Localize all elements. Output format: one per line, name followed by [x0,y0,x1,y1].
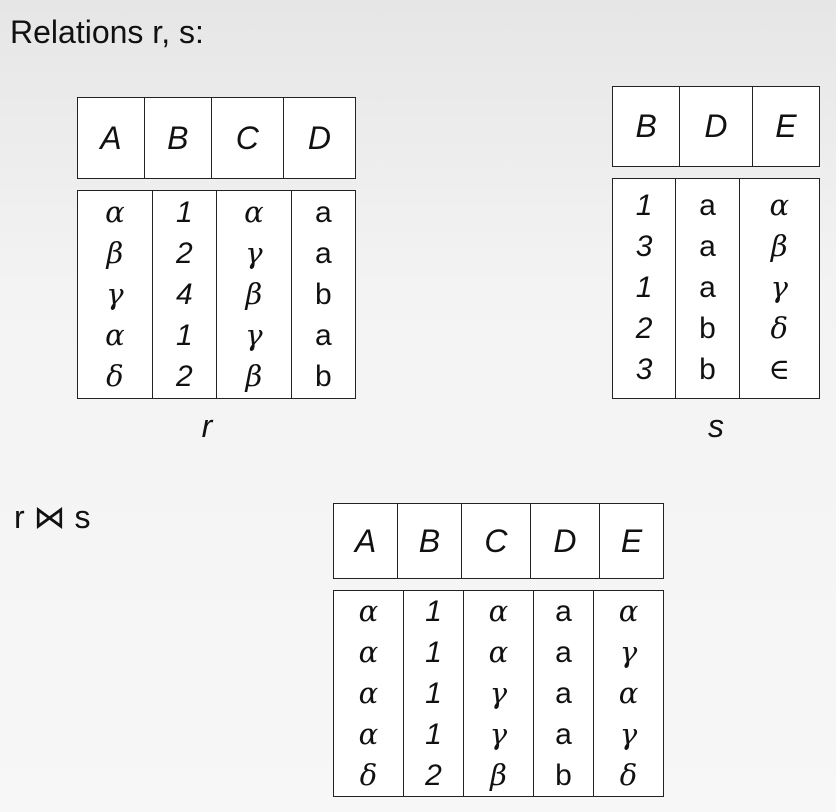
column-header: A [100,119,122,156]
table-cell: α [488,594,509,628]
table-cell: a [699,230,716,263]
table-cell: γ [770,270,788,304]
table-cell: a [315,196,332,229]
relation-r-caption: r [201,408,213,444]
table-cell: γ [489,717,508,751]
table-cell: α [358,594,379,628]
table-cell: b [699,312,716,345]
table-cell: 2 [425,759,442,792]
table-cell: δ [770,311,789,345]
column-header: C [460,503,531,579]
table-cell: γ [106,277,124,311]
relation-s-caption: s [708,408,724,444]
table-cell: γ [245,318,263,352]
table-cell: a [555,595,572,628]
table-cell: 1 [635,189,653,222]
table-cell: α [618,676,639,710]
table-cell: ∈ [768,352,791,386]
column-header: D [282,97,356,179]
table-cell: α [358,635,379,669]
table-cell: δ [619,758,638,792]
table-cell: α [105,195,125,229]
table-cell: δ [359,758,378,792]
table-cell: b [315,278,332,311]
table-cell: 3 [635,353,653,386]
table-cell: 1 [176,196,193,229]
table-cell: α [618,594,639,628]
table-cell: β [106,236,124,270]
table-cell: α [358,676,379,710]
column-header: B [635,108,657,144]
table-cell: 1 [425,636,442,669]
table-cell: γ [619,717,638,751]
table-cell: α [769,188,790,222]
slide-title: Relations r, s: [10,14,204,50]
table-cell: α [105,318,125,352]
table-cell: a [315,319,332,352]
table-cell: β [245,277,263,311]
column-values: 1 2 4 1 2 [151,190,217,399]
table-cell: 3 [635,230,653,263]
table-cell: b [315,360,332,393]
column-header: D [679,86,753,167]
table-cell: 1 [425,677,442,710]
table-cell: 2 [176,237,193,270]
column-values: 1 3 1 2 3 [613,179,676,399]
table-cell: α [244,195,264,229]
table-cell: a [699,271,716,304]
column-header: A [354,522,377,559]
table-cell: γ [489,676,508,710]
table-cell: α [488,635,509,669]
column-header: E [751,86,820,167]
table-cell: 1 [635,271,653,304]
table-cell: 1 [176,319,193,352]
natural-join-label: r ⋈ s [14,499,91,535]
table-cell: β [245,359,263,393]
table-cell: β [490,758,507,792]
table-cell: α [358,717,379,751]
table-cell: 1 [425,595,442,628]
table-cell: a [555,636,572,669]
table-cell: γ [619,635,638,669]
table-cell: b [555,759,572,792]
column-header: B [396,503,462,579]
column-header: B [143,97,212,179]
table-cell: a [699,189,716,222]
table-cell: δ [106,359,124,393]
table-cell: b [699,353,716,386]
table-cell: 2 [176,360,193,393]
column-header: E [599,503,664,579]
table-cell: a [555,677,572,710]
table-cell: β [770,229,788,263]
column-header: C [210,97,284,179]
table-cell: a [555,718,572,751]
table-cell: γ [245,236,263,270]
table-cell: 1 [425,718,442,751]
column-header: D [529,503,600,579]
table-cell: 4 [176,278,193,311]
column-values: 1 1 1 1 2 [402,590,464,797]
table-cell: a [315,237,332,270]
table-cell: 2 [635,312,653,345]
